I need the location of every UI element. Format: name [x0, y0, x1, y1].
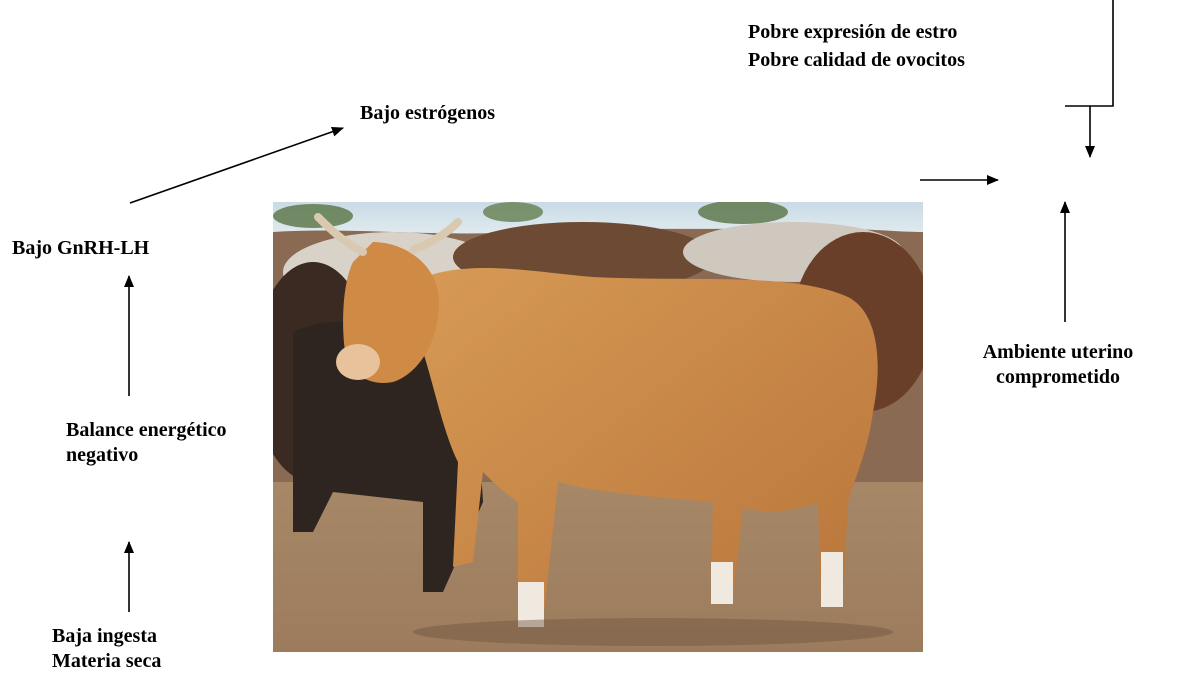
label-negative-balance: Balance energético negativo: [66, 418, 227, 468]
label-balance-line2: negativo: [66, 443, 227, 468]
label-low-intake: Baja ingesta Materia seca: [52, 624, 161, 674]
cow-photo: [273, 202, 923, 652]
arrow-gnrh-to-estrogen: [130, 128, 343, 203]
label-intake-line1: Baja ingesta: [52, 624, 161, 649]
label-low-estrogen: Bajo estrógenos: [360, 101, 495, 126]
label-low-gnrh-lh: Bajo GnRH-LH: [12, 236, 149, 261]
label-poor-oocytes: Pobre calidad de ovocitos: [748, 48, 965, 73]
label-intake-line2: Materia seca: [52, 649, 161, 674]
label-uterine-environment: Ambiente uterino comprometido: [968, 340, 1148, 390]
arrow-oocyte-to-outcome: [1065, 0, 1113, 157]
label-balance-line1: Balance energético: [66, 418, 227, 443]
label-poor-estrus: Pobre expresión de estro: [748, 20, 957, 45]
label-uterine-line2: comprometido: [968, 365, 1148, 390]
label-uterine-line1: Ambiente uterino: [968, 340, 1148, 365]
